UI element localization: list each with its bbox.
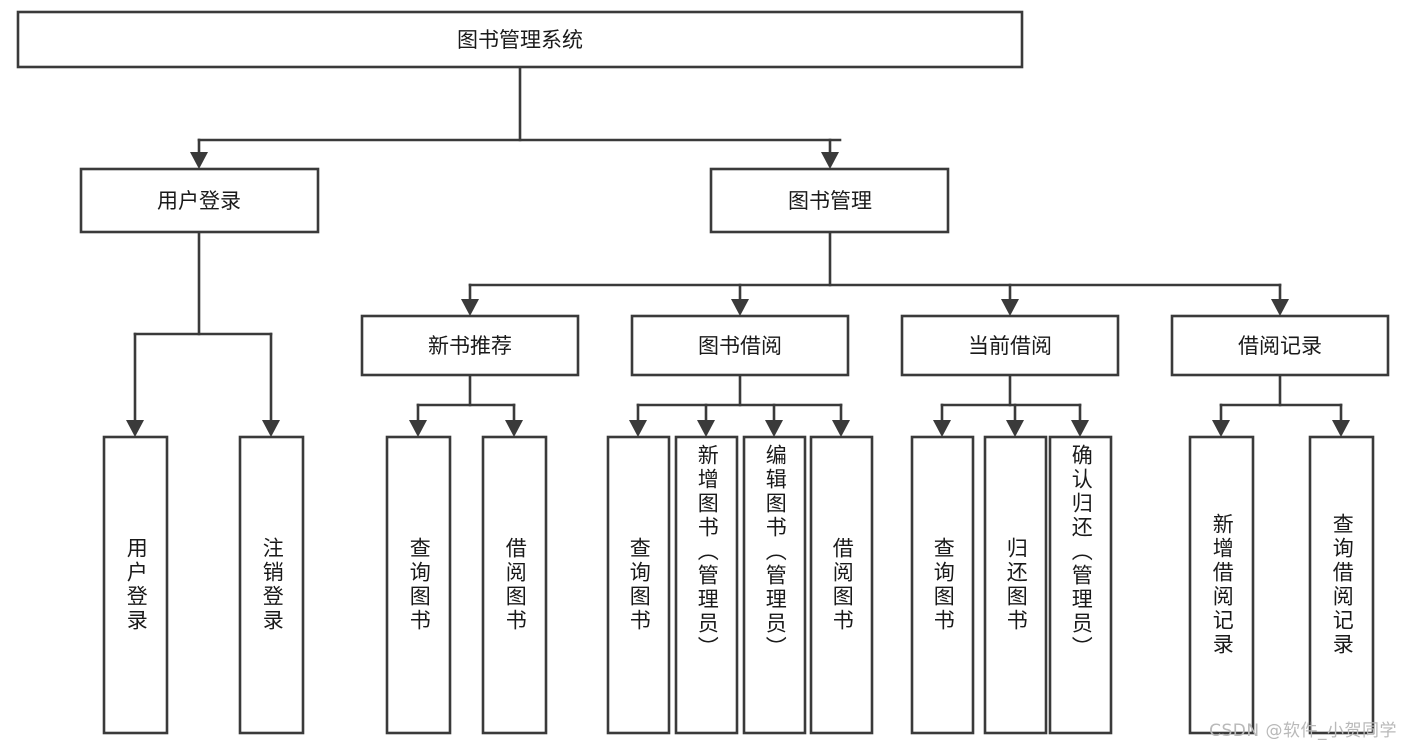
node-root[interactable]: 图书管理系统 (16, 10, 1024, 69)
leaf-box-user-logout[interactable] (238, 435, 305, 735)
arrowhead-current-l2 (1006, 420, 1024, 437)
node-borrow-record[interactable]: 借阅记录 (1170, 314, 1390, 377)
node-root-box[interactable] (16, 10, 1024, 69)
leaf-box-add-borrow-record[interactable] (1188, 435, 1255, 735)
arrowhead-borrow-l1 (629, 420, 647, 437)
arrowhead-login-leaf1 (126, 420, 144, 437)
leaf-box-user-login[interactable] (102, 435, 169, 735)
node-current-borrow-label: 当前借阅 (968, 334, 1052, 358)
arrowhead-record-l2 (1332, 420, 1350, 437)
node-current-borrow[interactable]: 当前借阅 (900, 314, 1120, 377)
node-new-book-recommend-box[interactable] (360, 314, 580, 377)
node-user-login-box[interactable] (79, 167, 320, 234)
arrowhead-newbook-l2 (505, 420, 523, 437)
leaf-box-borrow-book[interactable] (809, 435, 874, 735)
watermark-text: CSDN @软件_小贺同学 (1209, 721, 1397, 741)
arrowhead-login-leaf2 (262, 420, 280, 437)
arrowhead-root-to-books (821, 152, 839, 169)
node-book-management-label: 图书管理 (788, 189, 872, 213)
connector-group-new-book (409, 373, 523, 437)
leaf-box-query-book-current[interactable] (910, 435, 975, 735)
arrowhead-record-l1 (1212, 420, 1230, 437)
node-book-management[interactable]: 图书管理 (709, 167, 950, 234)
connector-group-borrow-record (1212, 373, 1350, 437)
arrowhead-bookmgmt-c1 (461, 299, 479, 316)
node-root-label: 图书管理系统 (457, 28, 583, 52)
arrowhead-borrow-l4 (832, 420, 850, 437)
leaf-box-query-book-borrow[interactable] (606, 435, 671, 735)
connector-group-user-login (126, 230, 280, 437)
node-current-borrow-box[interactable] (900, 314, 1120, 377)
node-new-book-recommend[interactable]: 新书推荐 (360, 314, 580, 377)
arrowhead-bookmgmt-c2 (731, 299, 749, 316)
connector-group-root (190, 65, 842, 169)
leaf-box-return-book[interactable] (983, 435, 1048, 735)
node-new-book-recommend-label: 新书推荐 (428, 334, 512, 358)
node-user-login-label: 用户登录 (157, 189, 241, 213)
node-book-borrow-box[interactable] (630, 314, 850, 377)
connector-group-current-borrow (933, 373, 1089, 437)
arrowhead-current-l3 (1071, 420, 1089, 437)
leaf-box-add-book-admin[interactable] (674, 435, 739, 735)
leaf-box-query-book-new[interactable] (385, 435, 452, 735)
arrowhead-bookmgmt-c4 (1271, 299, 1289, 316)
node-book-borrow-label: 图书借阅 (698, 334, 782, 358)
leaf-box-edit-book-admin[interactable] (742, 435, 807, 735)
arrowhead-borrow-l2 (697, 420, 715, 437)
connector-group-book-mgmt (461, 230, 1289, 316)
leaf-box-confirm-return-admin[interactable] (1048, 435, 1113, 735)
arrowhead-bookmgmt-c3 (1001, 299, 1019, 316)
leaf-box-query-borrow-record[interactable] (1308, 435, 1375, 735)
arrowhead-root-to-login (190, 152, 208, 169)
node-user-login[interactable]: 用户登录 (79, 167, 320, 234)
node-book-management-box[interactable] (709, 167, 950, 234)
node-book-borrow[interactable]: 图书借阅 (630, 314, 850, 377)
arrowhead-current-l1 (933, 420, 951, 437)
arrowhead-newbook-l1 (409, 420, 427, 437)
leaf-boxes (102, 435, 1375, 735)
arrowhead-borrow-l3 (765, 420, 783, 437)
connector-group-borrow (629, 373, 850, 437)
leaf-box-borrow-book-new[interactable] (481, 435, 548, 735)
node-borrow-record-label: 借阅记录 (1238, 334, 1322, 358)
node-borrow-record-box[interactable] (1170, 314, 1390, 377)
